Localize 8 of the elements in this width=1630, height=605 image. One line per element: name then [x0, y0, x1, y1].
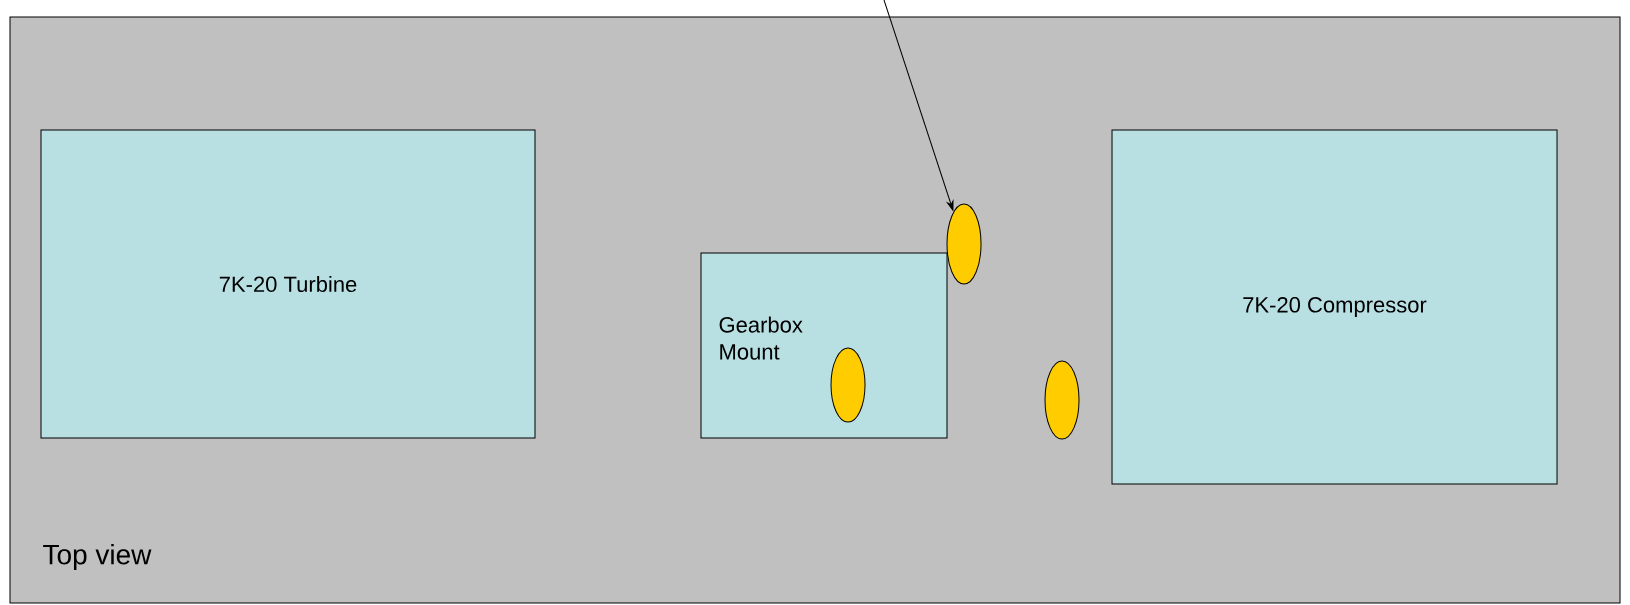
arrow	[883, 0, 954, 211]
mount-ellipse	[1044, 360, 1080, 440]
gearbox-box: Gearbox Mount	[700, 252, 948, 439]
view-label: Top view	[43, 543, 152, 571]
turbine-box: 7K-20 Turbine	[40, 129, 536, 439]
mount-ellipse	[946, 203, 982, 285]
compressor-box: 7K-20 Compressor	[1111, 129, 1558, 485]
mount-ellipse	[830, 347, 866, 423]
